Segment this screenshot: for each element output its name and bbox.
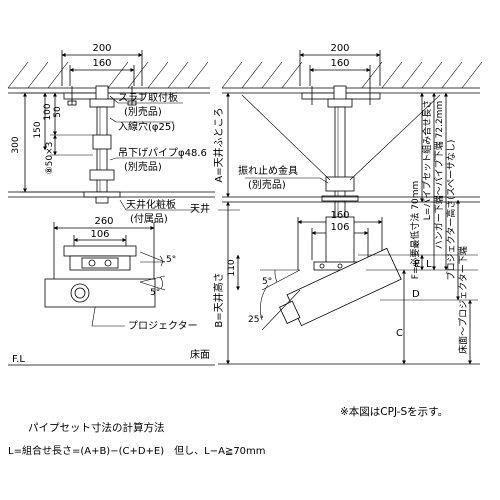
right-pipe bbox=[321, 85, 359, 218]
left-view bbox=[7, 50, 215, 366]
left-label-fl: F.L bbox=[12, 354, 25, 365]
right-label-b: B=天井高さ bbox=[212, 272, 225, 327]
left-dim-106: 106 bbox=[90, 229, 109, 240]
left-label-hole: 入線穴(φ25) bbox=[118, 120, 175, 133]
left-dim-5a: 5° bbox=[166, 255, 176, 265]
right-label-e: E bbox=[414, 259, 420, 270]
right-label-hanger: ハンガー下端～パイプ下端 72.2mm bbox=[433, 101, 445, 249]
left-label-slab-sub: (別売品) bbox=[124, 105, 162, 118]
left-label-ceiling-plate: 天井化粧板 bbox=[126, 198, 176, 211]
right-dim-160b: 160 bbox=[330, 210, 349, 221]
left-ceiling bbox=[8, 191, 215, 204]
right-dim-200: 200 bbox=[330, 43, 349, 54]
right-label-brace: 振れ止め金具 bbox=[238, 164, 298, 177]
right-vertical-dims bbox=[226, 92, 478, 365]
right-projector bbox=[279, 247, 402, 327]
left-dim-150: 150 bbox=[33, 121, 43, 138]
right-label-ceiling: 天井 bbox=[190, 202, 210, 215]
right-label-c: C bbox=[396, 328, 403, 339]
right-mount bbox=[313, 216, 367, 271]
left-dim-bolt: ⑧50×3 bbox=[45, 142, 55, 175]
right-dim-5: 5° bbox=[262, 277, 272, 287]
figure-note: ※本図はCPJ-Sを示す。 bbox=[340, 406, 449, 418]
formula: L=組合せ長さ=(A+B)−(C+D+E) 但し、L−A≧70mm bbox=[8, 446, 266, 457]
right-top-dims bbox=[299, 50, 381, 86]
left-dim-200: 200 bbox=[92, 43, 111, 54]
left-label-pipe-sub: (別売品) bbox=[124, 160, 162, 173]
right-label-d: D bbox=[412, 289, 420, 300]
calc-title: パイプセット寸法の計算方法 bbox=[28, 422, 165, 434]
left-dim-100: 100 bbox=[43, 103, 53, 120]
right-view bbox=[218, 50, 483, 365]
right-brace-lines bbox=[241, 94, 441, 181]
right-dim-25: 25° bbox=[248, 315, 264, 325]
left-label-pipe: 吊下げパイプφ48.6 bbox=[118, 147, 207, 159]
left-label-projector: プロジェクター bbox=[128, 320, 198, 332]
left-top-dims bbox=[61, 50, 143, 86]
left-dim-5b: 5° bbox=[150, 288, 160, 298]
left-dim-300: 300 bbox=[11, 136, 21, 153]
left-dim-50: 50 bbox=[53, 106, 63, 118]
right-label-a: A=天井ふところ bbox=[212, 107, 225, 182]
right-label-floor: 床面 bbox=[190, 348, 210, 361]
left-pipe bbox=[89, 85, 115, 193]
left-label-ceiling-plate-sub: (付属品) bbox=[130, 212, 168, 225]
right-label-floor-proj: 床面～プロジェクター下端 bbox=[457, 246, 469, 354]
left-text: 200 160 300 100 50 150 ⑧50×3 スラブ取付板 (別売品… bbox=[11, 43, 207, 365]
left-label-slab: スラブ取付板 bbox=[118, 91, 178, 104]
right-ceiling bbox=[222, 196, 480, 203]
right-label-brace-sub: (別売品) bbox=[248, 178, 286, 191]
left-dim-160: 160 bbox=[92, 58, 111, 69]
left-projector bbox=[44, 245, 166, 308]
right-dim-106: 106 bbox=[330, 222, 349, 233]
left-dim-260: 260 bbox=[94, 216, 113, 227]
right-label-proj-height: プロジェクター高さ(スペーサなし) bbox=[445, 140, 457, 281]
right-dim-110: 110 bbox=[227, 259, 237, 276]
right-text: 200 160 A=天井ふところ 振れ止め金具 (別売品) 天井 160 106… bbox=[190, 43, 469, 361]
right-label-f: F=必要最低寸法 70mm bbox=[409, 181, 421, 280]
right-slab bbox=[221, 61, 483, 94]
right-label-l: L bbox=[426, 259, 432, 270]
right-label-l-full: L=パイプセット組み合せ長さ bbox=[421, 100, 433, 221]
right-dim-160: 160 bbox=[330, 58, 349, 69]
